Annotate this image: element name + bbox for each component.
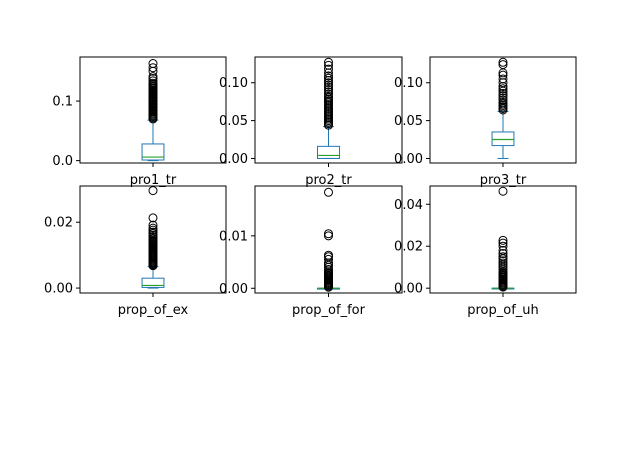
- flier-point: [324, 80, 333, 90]
- x-category-label: pro3_tr: [480, 173, 527, 188]
- flier-point: [324, 254, 333, 264]
- flier-point: [324, 78, 333, 88]
- subplot-prop_of_for: 0.00 0.01 prop_of_for: [219, 185, 403, 318]
- flier-point: [148, 220, 158, 230]
- flier-point: [324, 231, 333, 241]
- y-tick-label: 0.01: [219, 229, 248, 244]
- flier-point: [498, 57, 508, 67]
- flier-point: [324, 60, 333, 70]
- flier-point: [498, 95, 508, 105]
- flier-point: [148, 223, 158, 233]
- flier-point: [498, 70, 508, 80]
- flier-point: [498, 88, 508, 98]
- y-tick-label: 0.02: [44, 216, 73, 231]
- flier-point: [148, 78, 158, 88]
- subplot-prop_of_uh: 0.00 0.02 0.04 prop_of_uh: [394, 185, 577, 318]
- flier-point: [498, 91, 508, 101]
- flier-point: [498, 74, 508, 84]
- subplot-grid: 0.0 0.1 pro1_tr 0.00 0.05 0.10 pro2_tr 0.00 0.05…: [44, 56, 577, 318]
- flier-point: [498, 93, 508, 103]
- y-tick-label: 0.05: [394, 114, 423, 129]
- flier-point: [324, 85, 333, 95]
- flier-point: [498, 245, 508, 255]
- y-tick-label: 0.1: [52, 95, 73, 110]
- flier-point: [498, 252, 508, 262]
- flier-point: [498, 258, 508, 268]
- flier-point: [324, 82, 333, 92]
- y-tick-label: 0.0: [52, 154, 73, 169]
- flier-point: [498, 84, 508, 94]
- y-tick-label: 0.10: [219, 76, 248, 91]
- flier-point: [324, 91, 333, 101]
- y-tick-label: 0.00: [394, 282, 423, 297]
- flier-point: [324, 64, 333, 74]
- x-category-label: prop_of_uh: [467, 303, 539, 318]
- y-tick-label: 0.00: [44, 282, 73, 297]
- y-tick-label: 0.02: [394, 240, 423, 255]
- y-tick-label: 0.05: [219, 114, 248, 129]
- flier-point: [498, 249, 508, 259]
- flier-point: [148, 72, 158, 82]
- flier-point: [324, 250, 333, 260]
- subplot-prop_of_ex: 0.00 0.02 prop_of_ex: [44, 185, 227, 318]
- flier-point: [324, 187, 333, 197]
- y-tick-label: 0.00: [219, 282, 248, 297]
- y-tick-label: 0.04: [394, 198, 423, 213]
- y-tick-label: 0.10: [394, 76, 423, 91]
- flier-point: [498, 60, 508, 70]
- x-category-label: pro2_tr: [305, 173, 352, 188]
- flier-point: [498, 238, 508, 248]
- flier-point: [148, 213, 158, 223]
- flier-point: [498, 241, 508, 251]
- flier-point: [148, 76, 158, 86]
- flier-point: [324, 73, 333, 83]
- flier-point: [324, 71, 333, 81]
- x-category-label: pro1_tr: [130, 173, 177, 188]
- flier-point: [324, 229, 333, 239]
- flier-point: [324, 89, 333, 99]
- flier-point: [148, 63, 158, 73]
- y-tick-label: 0.00: [394, 152, 423, 167]
- x-category-label: prop_of_for: [292, 303, 366, 318]
- flier-point: [324, 57, 333, 67]
- flier-point: [148, 59, 158, 69]
- subplot-pro2_tr: 0.00 0.05 0.10 pro2_tr: [219, 56, 403, 188]
- y-tick-label: 0.00: [219, 152, 248, 167]
- flier-point: [498, 235, 508, 245]
- x-category-label: prop_of_ex: [118, 303, 189, 318]
- flier-point: [324, 87, 333, 97]
- subplot-pro3_tr: 0.00 0.05 0.10 pro3_tr: [394, 56, 577, 188]
- flier-point: [498, 186, 508, 196]
- subplot-pro1_tr: 0.0 0.1 pro1_tr: [52, 56, 227, 188]
- flier-point: [498, 97, 508, 107]
- flier-point: [324, 264, 333, 274]
- flier-point: [498, 256, 508, 266]
- flier-point: [148, 186, 158, 196]
